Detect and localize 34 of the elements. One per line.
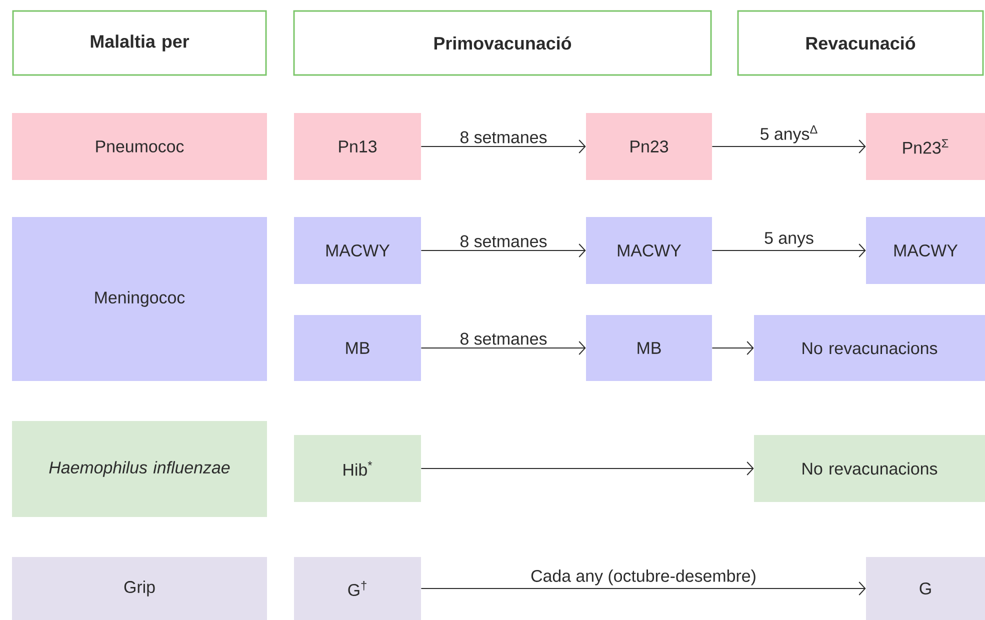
edge-label: 8 setmanes — [460, 131, 547, 144]
vaccine-box: MB — [586, 315, 712, 381]
arrow — [420, 140, 586, 154]
arrow — [420, 582, 866, 596]
vaccine-box: No revacunacions — [754, 315, 985, 381]
vaccine-box: Pn23 — [586, 113, 712, 180]
vaccine-box: Pn13 — [294, 113, 421, 180]
edge-label: 5 anys$^{Δ}$ — [760, 125, 818, 144]
edge-label: Cada any (octubre-desembre) — [531, 570, 756, 586]
vaccine-box: G — [866, 557, 985, 620]
vaccine-box: No revacunacions — [754, 435, 985, 502]
arrow — [420, 244, 586, 258]
vaccine-box: MACWY — [866, 217, 985, 284]
arrow — [712, 244, 866, 258]
vaccine-box: Hib$^{*}$ — [294, 435, 421, 502]
arrow — [712, 140, 866, 154]
vaccine-box: Pn23$^{Σ}$ — [866, 113, 985, 180]
category-box: Pneumococ — [12, 113, 267, 180]
arrow — [712, 341, 754, 355]
edge-label: 8 setmanes — [460, 235, 547, 248]
vaccine-box: MACWY — [586, 217, 712, 284]
category-box: Haemophilus influenzae — [12, 421, 267, 517]
vaccine-box: MACWY — [294, 217, 421, 284]
edge-label: 5 anys — [764, 232, 814, 248]
arrow — [420, 341, 586, 355]
category-box: Meningococ — [12, 217, 267, 381]
arrow — [420, 462, 754, 476]
header-box: Primovacunació — [293, 10, 712, 76]
vaccine-box: G$^{†}$ — [294, 557, 421, 620]
header-box: Malaltia per — [12, 10, 267, 76]
edge-label: 8 setmanes — [460, 332, 547, 345]
vaccine-box: MB — [294, 315, 421, 381]
category-box: Grip — [12, 557, 267, 620]
header-box: Revacunació — [737, 10, 984, 76]
